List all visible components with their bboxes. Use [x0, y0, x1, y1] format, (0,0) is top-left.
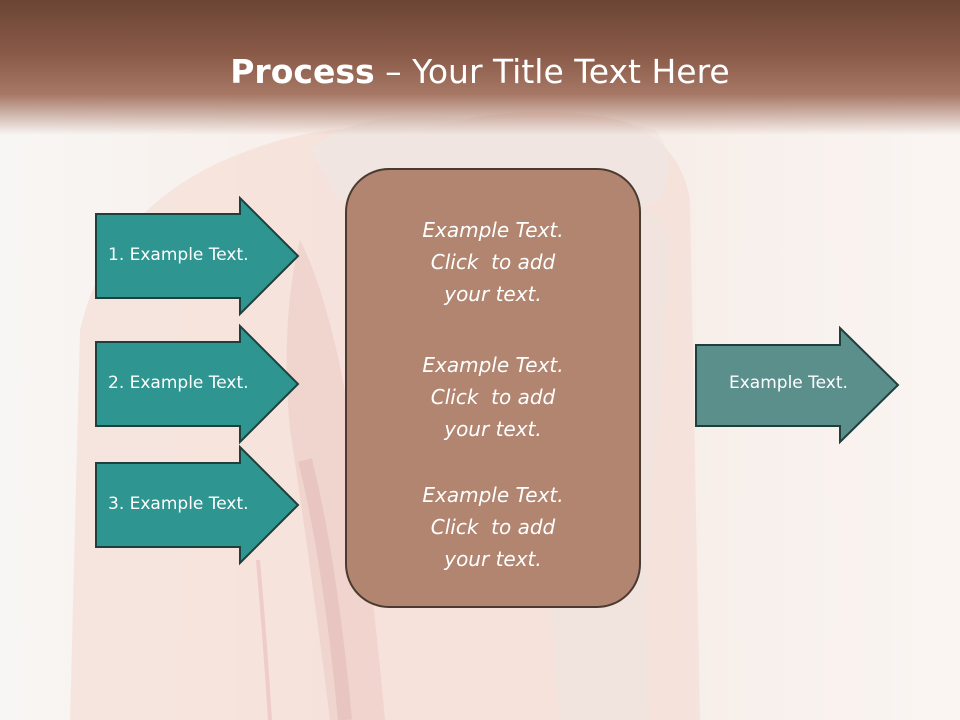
- center-text-block-3: Example Text. Click to add your text.: [347, 479, 639, 575]
- center-text-line: Example Text.: [422, 218, 564, 242]
- right-arrow-shape[interactable]: [695, 325, 900, 445]
- center-process-box[interactable]: Example Text. Click to add your text. Ex…: [345, 168, 641, 608]
- title-bar: [0, 0, 960, 135]
- left-arrow-1-shape[interactable]: [95, 195, 300, 317]
- title-bold-word: Process: [230, 52, 375, 91]
- center-text-block-2: Example Text. Click to add your text.: [347, 349, 639, 445]
- left-arrow-3-shape[interactable]: [95, 444, 300, 566]
- center-text-line: your text.: [444, 547, 542, 571]
- right-arrow-label: Example Text.: [729, 373, 848, 393]
- center-text-line: your text.: [444, 417, 542, 441]
- left-arrow-2-shape[interactable]: [95, 323, 300, 445]
- center-text-block-1: Example Text. Click to add your text.: [347, 214, 639, 310]
- left-arrow-2-label: 2. Example Text.: [108, 373, 249, 393]
- title-rest: – Your Title Text Here: [374, 52, 730, 91]
- center-text-line: your text.: [444, 282, 542, 306]
- left-arrow-1-label: 1. Example Text.: [108, 245, 249, 265]
- center-text-line: Example Text.: [422, 353, 564, 377]
- slide-title[interactable]: Process – Your Title Text Here: [0, 52, 960, 91]
- center-text-line: Click to add: [430, 515, 556, 539]
- center-text-line: Click to add: [430, 385, 556, 409]
- left-arrow-3-label: 3. Example Text.: [108, 494, 249, 514]
- center-text-line: Example Text.: [422, 483, 564, 507]
- center-text-line: Click to add: [430, 250, 556, 274]
